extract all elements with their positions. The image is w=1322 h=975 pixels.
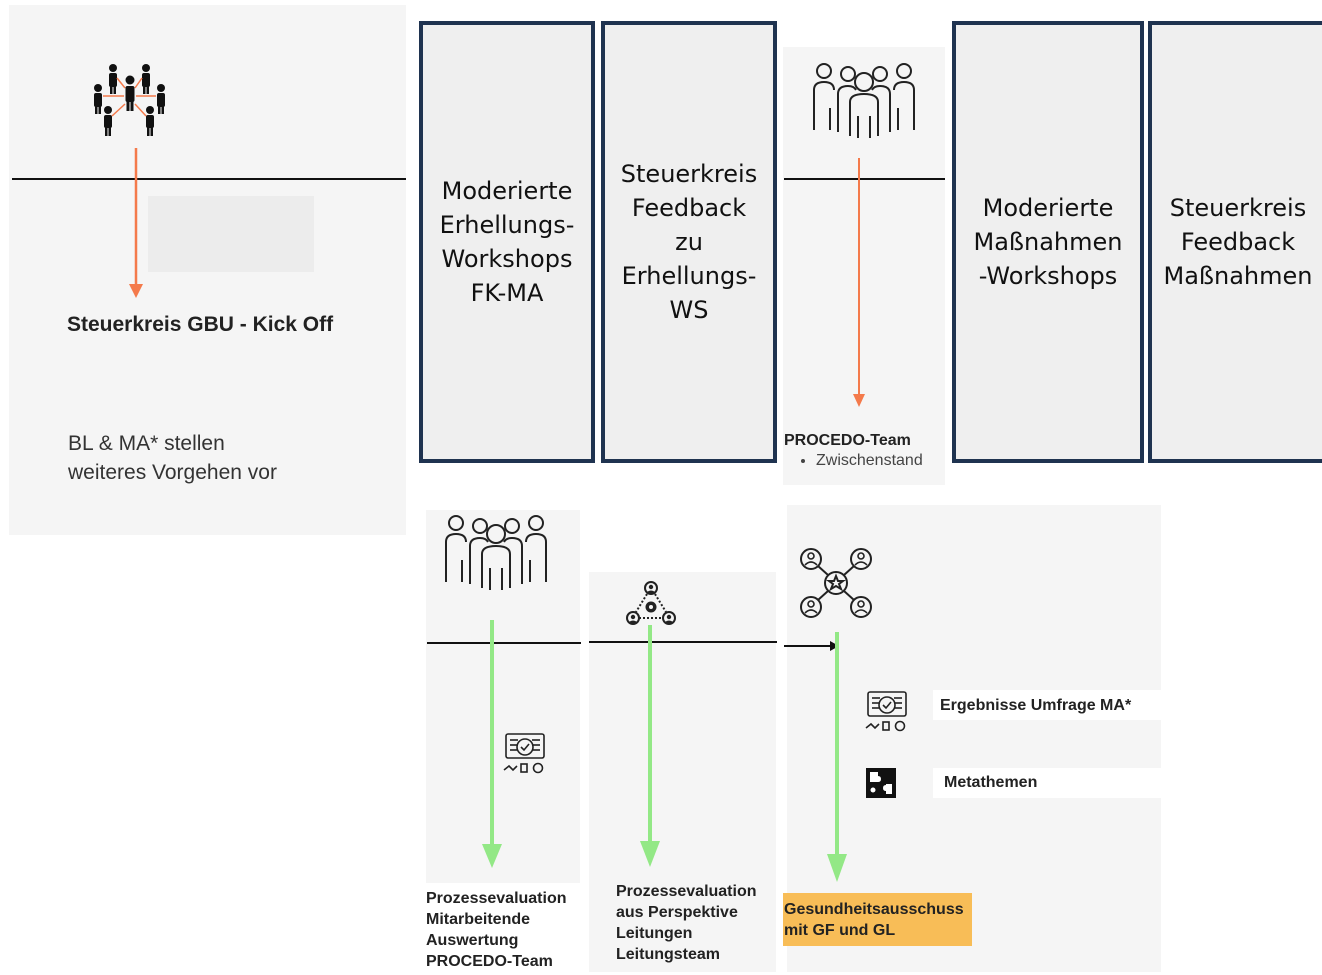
team-group-icon [445, 515, 547, 590]
health-arrow [827, 632, 847, 882]
network-star-icon [800, 548, 872, 618]
committee-line-2: mit GF und GL [784, 922, 896, 939]
eval-ma-line-2: Mitarbeitende [426, 911, 531, 928]
puzzle-icon [866, 768, 896, 798]
eval-lead-line-3: Leitungen [616, 925, 693, 942]
eval-lead-line-4: Leitungsteam [616, 946, 721, 963]
eval-ma-line-4: PROCEDO-Team [426, 953, 553, 970]
result-label: Ergebnisse Umfrage MA* [940, 697, 1132, 714]
meta-label: Metathemen [944, 774, 1038, 791]
timeline-line [12, 178, 406, 180]
eval-ma-arrow [482, 620, 502, 868]
eval-lead-arrow [640, 625, 660, 867]
people-network-icon [94, 64, 165, 136]
timeline-line [589, 641, 777, 643]
connector-arrow [784, 641, 839, 651]
timeline-line [427, 642, 581, 644]
procedo-panel [783, 47, 945, 485]
procedo-bullets: Zwischenstand [786, 451, 923, 471]
eval-ma-line-1: Prozessevaluation [426, 890, 567, 907]
procedo-arrow [853, 158, 865, 407]
kickoff-arrow [129, 148, 143, 298]
kickoff-desc-1: BL & MA* stellen [68, 432, 225, 455]
procedo-bullet-item: Zwischenstand [816, 451, 923, 471]
eval-lead-panel [589, 572, 776, 972]
kickoff-title: Steuerkreis GBU - Kick Off [67, 313, 334, 336]
team-gear-icon [626, 581, 676, 625]
empty-placeholder [148, 196, 314, 272]
box-massnahmen-workshops: Moderierte Maßnahmen -Workshops [952, 21, 1144, 463]
box-erhellungs-workshops: Moderierte Erhellungs- Workshops FK-MA [419, 21, 595, 463]
procedo-title: PROCEDO-Team [784, 432, 911, 449]
result-label-bg [933, 690, 1161, 720]
committee-line-1: Gesundheitsausschuss [784, 901, 964, 918]
survey-report-icon [503, 733, 545, 774]
box-steuerkreis-feedback-ws: Steuerkreis Feedback zu Erhellungs- WS [601, 21, 777, 463]
team-group-icon [813, 63, 915, 138]
eval-ma-line-3: Auswertung [426, 932, 519, 949]
meta-label-bg [933, 768, 1161, 798]
eval-lead-line-1: Prozessevaluation [616, 883, 757, 900]
eval-lead-line-2: aus Perspektive [616, 904, 738, 921]
kickoff-desc-2: weiteres Vorgehen vor [68, 461, 277, 484]
survey-report-icon [865, 691, 907, 732]
box-steuerkreis-feedback-massnahmen: Steuerkreis Feedback Maßnahmen [1148, 21, 1322, 463]
committee-highlight [783, 893, 972, 946]
timeline-line [784, 178, 945, 180]
